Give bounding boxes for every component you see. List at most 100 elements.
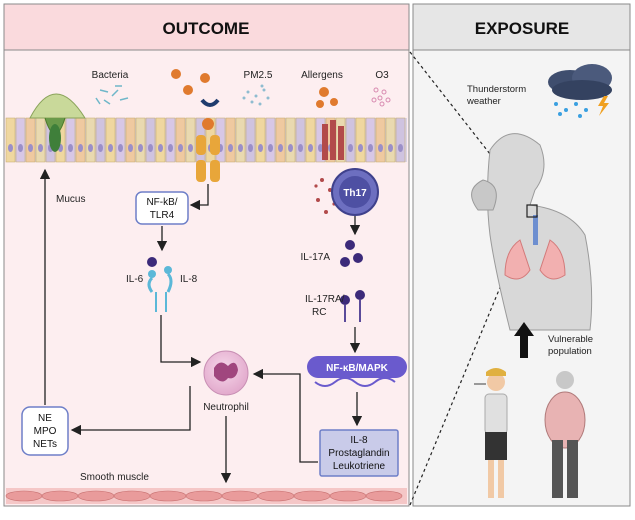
- epithelial-cell: [175, 117, 186, 163]
- cell-nucleus: [248, 144, 253, 152]
- neutrophil-label: Neutrophil: [203, 402, 249, 413]
- cell-nucleus: [258, 144, 263, 152]
- cell-nucleus: [8, 144, 13, 152]
- cell-nucleus: [188, 144, 193, 152]
- il17ra-label-line1: IL-17RA/: [305, 294, 345, 305]
- smooth-muscle-cell: [113, 490, 151, 502]
- smooth-muscle-cell: [329, 490, 367, 502]
- smooth-muscle-cell: [41, 490, 79, 502]
- il17ra-label-line2: RC: [312, 307, 326, 318]
- epithelial-cell: [245, 117, 256, 163]
- pm25-label: PM2.5: [244, 70, 273, 81]
- allergen-particles-icon: [171, 69, 338, 130]
- epithelial-cell: [135, 117, 146, 163]
- epithelial-cell: [285, 117, 296, 163]
- cell-nucleus: [298, 144, 303, 152]
- epithelial-cell: [305, 117, 316, 163]
- outcome-title: OUTCOME: [163, 19, 250, 38]
- mediators-line1: IL-8: [350, 435, 368, 446]
- cell-nucleus: [358, 144, 363, 152]
- smooth-muscle-cell: [257, 490, 295, 502]
- il8-label: IL-8: [180, 274, 198, 285]
- exposure-title: EXPOSURE: [475, 19, 569, 38]
- cell-nucleus: [348, 144, 353, 152]
- obese-person-icon: [544, 371, 586, 498]
- cell-nucleus: [278, 144, 283, 152]
- cell-nucleus: [308, 144, 313, 152]
- mucus-label: Mucus: [56, 194, 85, 205]
- pm25-particles-icon: [242, 84, 270, 106]
- human-coughing-icon: [471, 133, 593, 331]
- cell-nucleus: [108, 144, 113, 152]
- cell-nucleus: [128, 144, 133, 152]
- ne-line3: NETs: [33, 439, 57, 450]
- cell-nucleus: [228, 144, 233, 152]
- neutrophil-icon: [203, 350, 249, 396]
- cell-nucleus: [288, 144, 293, 152]
- epithelial-cell: [395, 117, 406, 163]
- cell-nucleus: [68, 144, 73, 152]
- cell-nucleus: [238, 144, 243, 152]
- mediators-line2: Prostaglandin: [328, 448, 389, 459]
- ne-mpo-nets-box: [21, 406, 69, 456]
- cell-nucleus: [388, 144, 393, 152]
- epithelial-cell: [165, 117, 176, 163]
- epithelial-cell: [275, 117, 286, 163]
- cell-nucleus: [268, 144, 273, 152]
- epithelial-cell: [75, 117, 86, 163]
- cell-nucleus: [148, 144, 153, 152]
- epithelial-cell: [265, 117, 276, 163]
- th17-label: Th17: [343, 188, 367, 199]
- epithelial-cell: [105, 117, 116, 163]
- epithelial-cell: [235, 117, 246, 163]
- epithelial-cell: [255, 117, 266, 163]
- thunderstorm-icon: [548, 64, 612, 118]
- il17a-label: IL-17A: [301, 252, 331, 263]
- cell-nucleus: [118, 144, 123, 152]
- vulnerable-label-line1: Vulnerable: [548, 334, 593, 345]
- epithelial-cell: [365, 117, 376, 163]
- cell-nucleus: [28, 144, 33, 152]
- epithelial-cell: [225, 117, 236, 163]
- cell-nucleus: [98, 144, 103, 152]
- smooth-muscle-label: Smooth muscle: [80, 472, 149, 483]
- smooth-muscle-cell: [221, 490, 259, 502]
- cell-nucleus: [158, 144, 163, 152]
- cell-nucleus: [138, 144, 143, 152]
- th17-cell-icon: Th17: [331, 168, 379, 216]
- epithelial-cell: [15, 117, 26, 163]
- exposure-header: [412, 3, 631, 51]
- epithelial-cell: [125, 117, 136, 163]
- il6-label: IL-6: [126, 274, 144, 285]
- smooth-muscle-cell: [149, 490, 187, 502]
- epithelial-cell: [35, 117, 46, 163]
- smooth-muscle-cell: [365, 490, 403, 502]
- elderly-person-icon: [474, 368, 508, 498]
- mediators-line3: Leukotriene: [333, 461, 386, 472]
- weather-label-line1: Thunderstorm: [467, 84, 526, 95]
- ne-line2: MPO: [34, 426, 57, 437]
- cell-nucleus: [368, 144, 373, 152]
- epithelial-cell: [95, 117, 106, 163]
- nfkb-line1: NF-kB/: [146, 197, 177, 208]
- epithelial-cell: [155, 117, 166, 163]
- epithelial-cell: [145, 117, 156, 163]
- epithelial-cell: [385, 117, 396, 163]
- epithelial-cell: [295, 117, 306, 163]
- vulnerable-label-line2: population: [548, 346, 592, 357]
- damaged-epithelium-icon: [314, 120, 344, 214]
- epithelial-cell: [185, 117, 196, 163]
- cell-nucleus: [168, 144, 173, 152]
- outcome-header: [3, 3, 410, 51]
- il17ra-receptor-icon: [340, 290, 365, 322]
- allergens-label: Allergens: [301, 70, 343, 81]
- epithelial-cell: [5, 117, 16, 163]
- bacteria-icon: [95, 85, 129, 105]
- weather-label-line2: weather: [466, 96, 501, 107]
- smooth-muscle-cell: [5, 490, 43, 502]
- cell-nucleus: [38, 144, 43, 152]
- ne-line1: NE: [38, 413, 52, 424]
- epithelial-cell: [355, 117, 366, 163]
- up-arrow-icon: [514, 322, 534, 358]
